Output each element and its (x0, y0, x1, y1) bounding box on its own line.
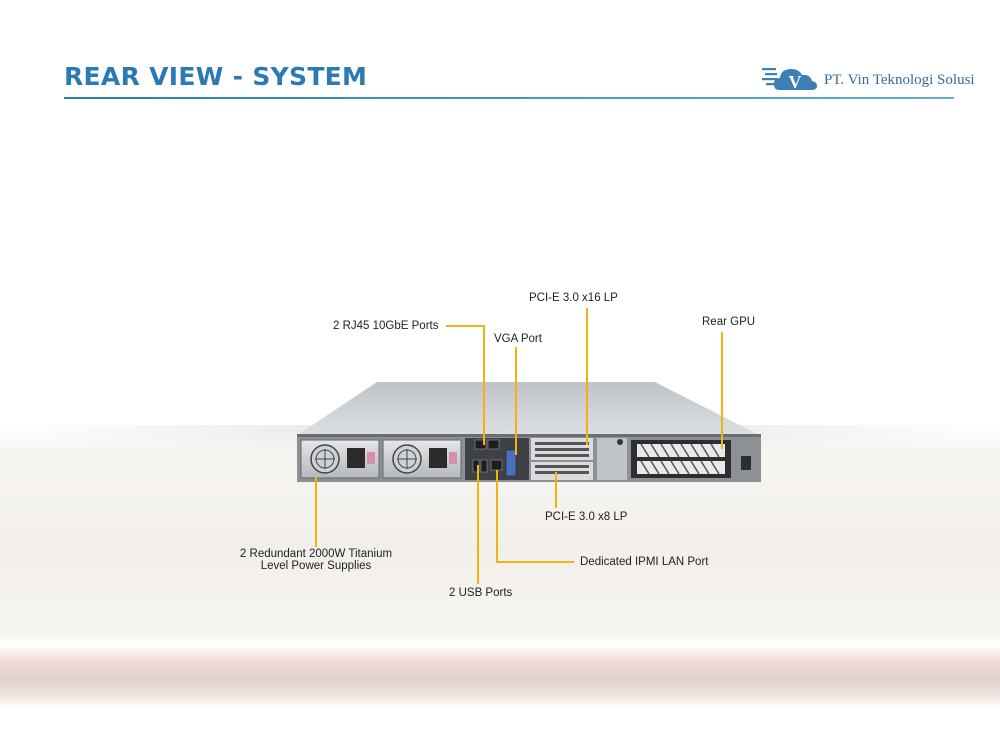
rj45-port-1 (474, 439, 487, 450)
label-power-line1: 2 Redundant 2000W Titanium (239, 548, 393, 560)
pcie-x8-slot (531, 462, 593, 480)
company-name: PT. Vin Teknologi Solusi (824, 72, 975, 88)
rear-gpu-bay (631, 440, 731, 478)
label-power-supplies: 2 Redundant 2000W Titanium Level Power S… (236, 548, 396, 572)
power-supply-1 (300, 439, 380, 479)
slide-title: REAR VIEW - SYSTEM (64, 62, 368, 91)
cloud-logo-icon: V (762, 68, 817, 92)
label-rear-gpu: Rear GPU (702, 316, 756, 328)
pcie-x16-slot (531, 438, 593, 460)
label-ipmi-port: Dedicated IPMI LAN Port (580, 556, 709, 568)
usb-port-2 (480, 459, 488, 473)
ipmi-callout-line (496, 470, 574, 563)
label-usb-ports: 2 USB Ports (449, 587, 513, 599)
rj45-callout-line (446, 325, 485, 445)
title-divider (64, 97, 954, 99)
label-rj45-ports: 2 RJ45 10GbE Ports (333, 320, 439, 332)
label-power-line2: Level Power Supplies (260, 560, 372, 572)
label-pcie-x8: PCI-E 3.0 x8 LP (545, 511, 628, 523)
server-rear-image (297, 382, 761, 482)
label-vga-port: VGA Port (494, 333, 542, 345)
power-supply-2 (382, 439, 462, 479)
rj45-port-2 (487, 439, 500, 450)
company-logo: V PT. Vin Teknologi Solusi (762, 60, 992, 96)
logo-letter: V (789, 72, 802, 92)
vga-port (505, 449, 517, 477)
chassis-top (299, 382, 757, 434)
label-pcie-x16: PCI-E 3.0 x16 LP (529, 292, 618, 304)
